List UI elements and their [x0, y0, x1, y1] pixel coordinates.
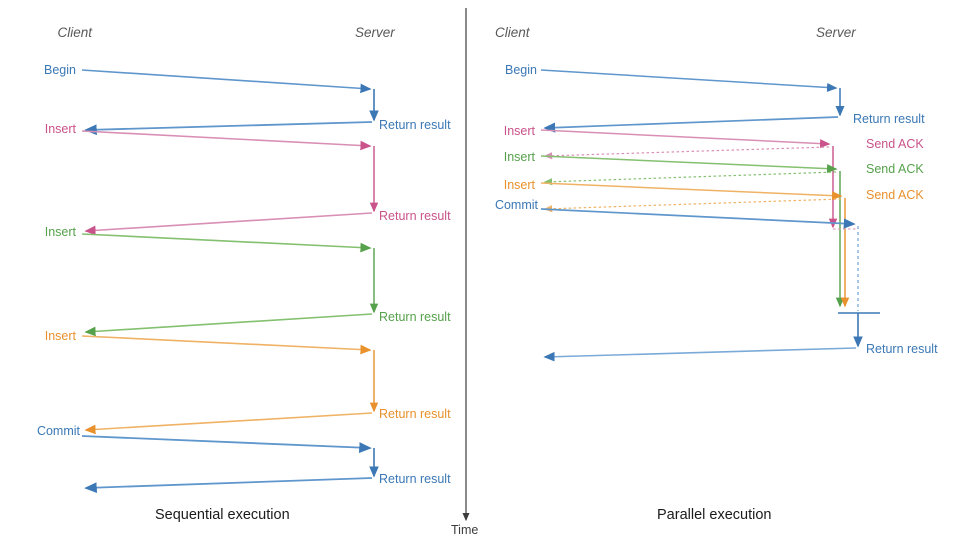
par-return-commit: Return result	[866, 342, 938, 356]
par-msg-commit	[540, 208, 880, 362]
seq-msg-commit	[81, 435, 379, 494]
seq-msg-begin	[81, 69, 379, 136]
par-msg-begin	[540, 69, 845, 133]
parallel-server-actor-label: Server	[816, 25, 856, 40]
par-label-begin: Begin	[505, 63, 537, 77]
seq-label-insert-2: Insert	[44, 225, 76, 239]
parallel-panel-vectors	[540, 69, 880, 362]
par-return-begin: Return result	[853, 112, 925, 126]
seq-return-begin: Return result	[379, 118, 451, 132]
par-ack-insert-1: Send ACK	[866, 137, 924, 151]
seq-label-commit: Commit	[36, 424, 80, 438]
seq-msg-insert-2	[81, 233, 379, 337]
sequential-caption: Sequential execution	[155, 507, 290, 523]
seq-msg-insert-1	[81, 130, 379, 236]
par-msg-insert-3	[540, 182, 850, 308]
seq-label-insert-1: Insert	[44, 122, 76, 136]
sequential-server-actor-label: Server	[355, 25, 395, 40]
sequential-panel-vectors	[81, 69, 379, 494]
par-msg-insert-2	[540, 155, 845, 308]
seq-label-insert-3: Insert	[44, 329, 76, 343]
par-msg-insert-1	[540, 129, 838, 229]
parallel-caption: Parallel execution	[657, 507, 772, 523]
seq-label-begin: Begin	[44, 63, 76, 77]
time-axis-label: Time	[451, 523, 479, 537]
seq-msg-insert-3	[81, 335, 379, 435]
seq-return-insert-3: Return result	[379, 407, 451, 421]
par-ack-insert-3: Send ACK	[866, 188, 924, 202]
seq-return-commit: Return result	[379, 472, 451, 486]
par-ack-insert-2: Send ACK	[866, 162, 924, 176]
par-label-insert-2: Insert	[503, 150, 535, 164]
seq-return-insert-1: Return result	[379, 209, 451, 223]
parallel-client-actor-label: Client	[495, 25, 530, 40]
par-label-commit: Commit	[494, 198, 538, 212]
par-label-insert-3: Insert	[503, 178, 535, 192]
seq-return-insert-2: Return result	[379, 310, 451, 324]
sequential-client-actor-label: Client	[57, 25, 92, 40]
par-label-insert-1: Insert	[503, 124, 535, 138]
